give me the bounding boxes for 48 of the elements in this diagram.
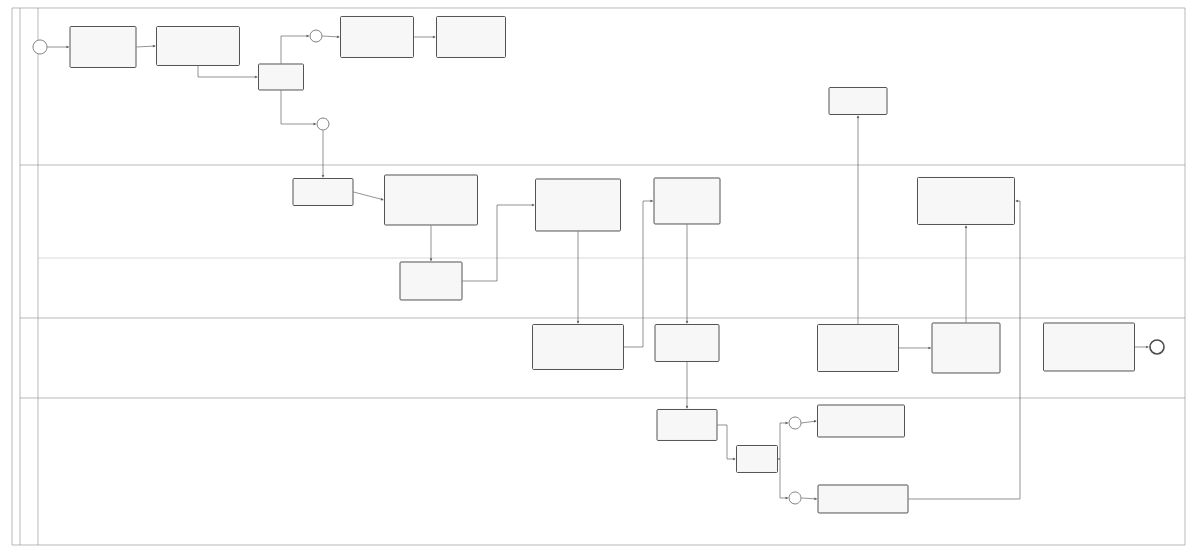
task-box bbox=[535, 178, 621, 232]
task-box bbox=[653, 177, 721, 225]
arrow bbox=[280, 34, 310, 64]
arrow bbox=[898, 346, 931, 350]
task-box bbox=[292, 178, 354, 206]
event-circle bbox=[32, 39, 48, 55]
arrow bbox=[717, 424, 736, 461]
task-box bbox=[340, 16, 414, 58]
task-box bbox=[1043, 322, 1135, 372]
task-box bbox=[156, 26, 240, 66]
task-box bbox=[399, 261, 463, 301]
task-box bbox=[917, 177, 1015, 225]
task-box bbox=[817, 484, 909, 514]
task-box bbox=[656, 409, 718, 441]
event-circle bbox=[1149, 339, 1165, 355]
arrow bbox=[856, 115, 860, 325]
arrow bbox=[413, 35, 436, 39]
arrow bbox=[685, 361, 689, 409]
task-box bbox=[384, 174, 478, 226]
task-box bbox=[736, 445, 778, 473]
arrow bbox=[321, 130, 325, 178]
arrow bbox=[353, 191, 384, 201]
arrow bbox=[429, 225, 433, 261]
arrow bbox=[197, 65, 258, 79]
arrow bbox=[47, 45, 69, 49]
task-box bbox=[828, 87, 888, 115]
arrow bbox=[623, 199, 653, 348]
task-box bbox=[817, 324, 899, 372]
arrow bbox=[136, 45, 156, 48]
arrow bbox=[777, 421, 789, 460]
arrow bbox=[322, 35, 340, 38]
arrow bbox=[908, 199, 1021, 500]
arrow bbox=[280, 90, 317, 126]
task-box bbox=[931, 322, 1001, 374]
arrow bbox=[685, 224, 689, 324]
task-box bbox=[258, 63, 304, 91]
arrow bbox=[777, 458, 789, 500]
task-box bbox=[654, 324, 720, 362]
arrow bbox=[462, 203, 535, 282]
arrow bbox=[1134, 345, 1149, 349]
arrow bbox=[801, 420, 817, 424]
task-box bbox=[817, 404, 905, 438]
task-box bbox=[436, 16, 506, 58]
task-box bbox=[532, 324, 624, 370]
task-box bbox=[69, 26, 137, 68]
arrow bbox=[576, 231, 580, 324]
arrow bbox=[964, 225, 968, 323]
arrow bbox=[801, 497, 817, 500]
